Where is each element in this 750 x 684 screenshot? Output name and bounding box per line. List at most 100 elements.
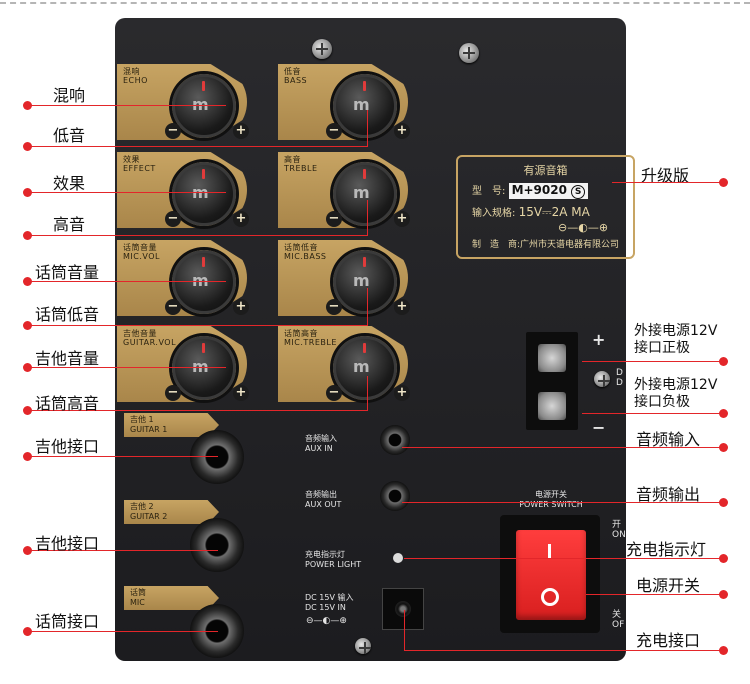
screw-icon (594, 371, 610, 387)
on-mark-icon (548, 544, 551, 558)
mic-bass-knob[interactable]: m (333, 250, 397, 314)
brand-logo-icon: m (353, 95, 370, 114)
dc-polarity-icon: ⊖—◐—⊕ (306, 616, 347, 626)
plus-icon: + (394, 211, 410, 227)
echo-knob[interactable]: m (172, 74, 236, 138)
callout-line (582, 413, 722, 414)
aux-out-jack[interactable] (380, 481, 410, 511)
callout-mic-bass: 话筒低音 (35, 305, 100, 324)
callout-guitar-volume: 吉他音量 (35, 349, 100, 368)
callout-line (404, 650, 722, 651)
callout-aux-out: 音频输出 (636, 485, 701, 504)
callout-line (402, 447, 722, 448)
model-label: 型 号: (472, 186, 506, 197)
callout-dot (719, 443, 728, 452)
screw-icon (459, 43, 479, 63)
nameplate-title: 有源音箱 (523, 164, 568, 177)
off-mark-icon (541, 588, 559, 606)
guitar1-jack[interactable] (190, 430, 244, 484)
callout-dot (23, 231, 32, 240)
minus-icon: − (165, 385, 181, 401)
callout-dot (23, 188, 32, 197)
minus-icon: − (326, 299, 342, 315)
callout-aux-in: 音频输入 (636, 430, 701, 449)
registered-mark-icon: S (571, 185, 586, 199)
minus-icon: − (326, 211, 342, 227)
power-switch-housing (500, 515, 600, 633)
bass-knob[interactable]: m (333, 74, 397, 138)
negative-terminal-screw-icon[interactable] (538, 392, 566, 420)
plus-icon: + (394, 299, 410, 315)
callout-line (28, 325, 368, 326)
callout-line (28, 367, 226, 368)
callout-dot (719, 409, 728, 418)
positive-terminal-screw-icon[interactable] (538, 344, 566, 372)
callout-line (367, 376, 368, 410)
callout-line (582, 361, 722, 362)
guitar2-jack[interactable] (190, 518, 244, 572)
callout-line (367, 110, 368, 146)
callout-dot (719, 498, 728, 507)
input-value: 15V⎓2A MA (518, 205, 590, 219)
plus-icon: + (233, 385, 249, 401)
product-nameplate: 有源音箱 型 号: M+9020 S 输入规格: 15V⎓2A MA ⊖—◐—⊕… (456, 155, 635, 259)
callout-line (404, 610, 405, 650)
callout-dot (719, 590, 728, 599)
nameplate-maker-row: 制 造 商:广州市天谱电器有限公司 (472, 237, 619, 250)
callout-line (367, 288, 368, 325)
callout-line (28, 146, 368, 147)
dc-charge-port[interactable] (382, 588, 424, 630)
maker-value: 广州市天谱电器有限公司 (520, 240, 620, 250)
guitar-volume-knob[interactable]: m (172, 336, 236, 400)
callout-mic-volume: 话筒音量 (35, 263, 100, 282)
minus-icon: − (165, 211, 181, 227)
brand-logo-icon: m (192, 271, 209, 290)
callout-upgrade: 升级版 (641, 166, 690, 185)
callout-dot (23, 406, 32, 415)
callout-charge-port: 充电接口 (636, 631, 701, 650)
callout-line (28, 235, 368, 236)
callout-line (28, 550, 218, 551)
callout-line (28, 281, 226, 282)
mic-volume-knob[interactable]: m (172, 250, 236, 314)
plus-icon: + (233, 211, 249, 227)
callout-dot (23, 101, 32, 110)
callout-dot (719, 646, 728, 655)
callout-line (28, 192, 226, 193)
effect-knob[interactable]: m (172, 162, 236, 226)
brand-logo-icon: m (353, 357, 370, 376)
maker-label: 制 造 商: (472, 240, 521, 250)
callout-dot (23, 546, 32, 555)
minus-icon: − (326, 123, 342, 139)
brand-logo-icon: m (192, 357, 209, 376)
terminal-minus-sign: − (592, 418, 606, 437)
callout-mic-jack: 话筒接口 (35, 612, 100, 631)
mic-treble-knob[interactable]: m (333, 336, 397, 400)
callout-line (28, 631, 218, 632)
brand-logo-icon: m (353, 183, 370, 202)
callout-dot (719, 178, 728, 187)
power-switch[interactable] (516, 530, 586, 620)
minus-icon: − (326, 385, 342, 401)
aux-in-jack[interactable] (380, 425, 410, 455)
dc-socket-icon (395, 601, 411, 617)
power-indicator-light (393, 553, 403, 563)
treble-knob[interactable]: m (333, 162, 397, 226)
callout-mic-treble: 话筒高音 (35, 394, 100, 413)
callout-line (402, 502, 722, 503)
callout-charge-light: 充电指示灯 (626, 540, 707, 559)
screw-icon (355, 638, 371, 654)
